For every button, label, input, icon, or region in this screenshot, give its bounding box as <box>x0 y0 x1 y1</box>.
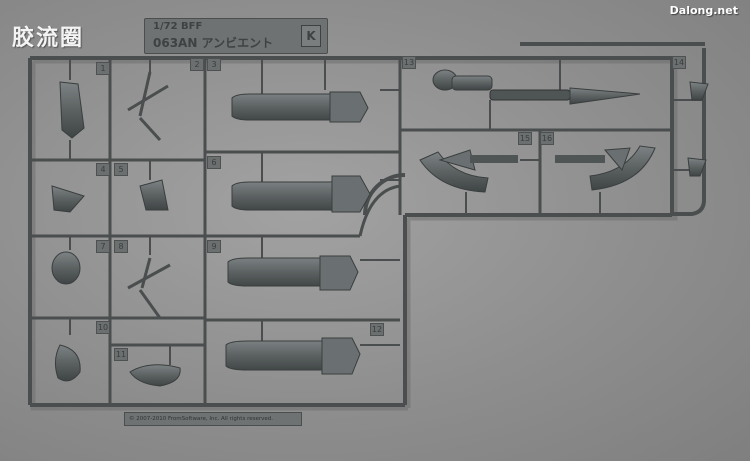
small-parts-left <box>51 81 181 387</box>
runner-tag: 1/72 BFF 063AN アンビエント K <box>144 18 328 54</box>
part-number: 15 <box>518 132 532 145</box>
runner-letter: K <box>301 25 321 47</box>
arm-part-13 <box>432 69 641 105</box>
part-number: 12 <box>370 323 384 336</box>
part-number: 6 <box>207 156 221 169</box>
part-number: 2 <box>190 58 204 71</box>
part-number: 10 <box>96 321 110 334</box>
part-number: 3 <box>207 58 221 71</box>
part-number: 8 <box>114 240 128 253</box>
runner-grid <box>30 58 672 405</box>
barrel-parts <box>225 91 371 375</box>
part-number: 14 <box>672 56 686 69</box>
part-number: 16 <box>540 132 554 145</box>
part-number: 5 <box>114 163 128 176</box>
small-parts-14 <box>687 81 709 177</box>
part-number: 13 <box>402 56 416 69</box>
curved-parts <box>419 145 656 193</box>
watermark-left: 胶流圈 <box>12 26 85 51</box>
scale-label: 1/72 BFF <box>153 21 203 32</box>
watermark-right: Dalong.net <box>669 4 738 17</box>
copyright-plate: © 2007-2010 FromSoftware, Inc. All right… <box>124 412 302 426</box>
part-number: 4 <box>96 163 110 176</box>
thin-parts <box>127 71 171 319</box>
model-label: 063AN アンビエント <box>153 36 274 50</box>
part-number: 1 <box>96 62 110 75</box>
part-number: 7 <box>96 240 110 253</box>
part-number: 11 <box>114 348 128 361</box>
part-number: 9 <box>207 240 221 253</box>
